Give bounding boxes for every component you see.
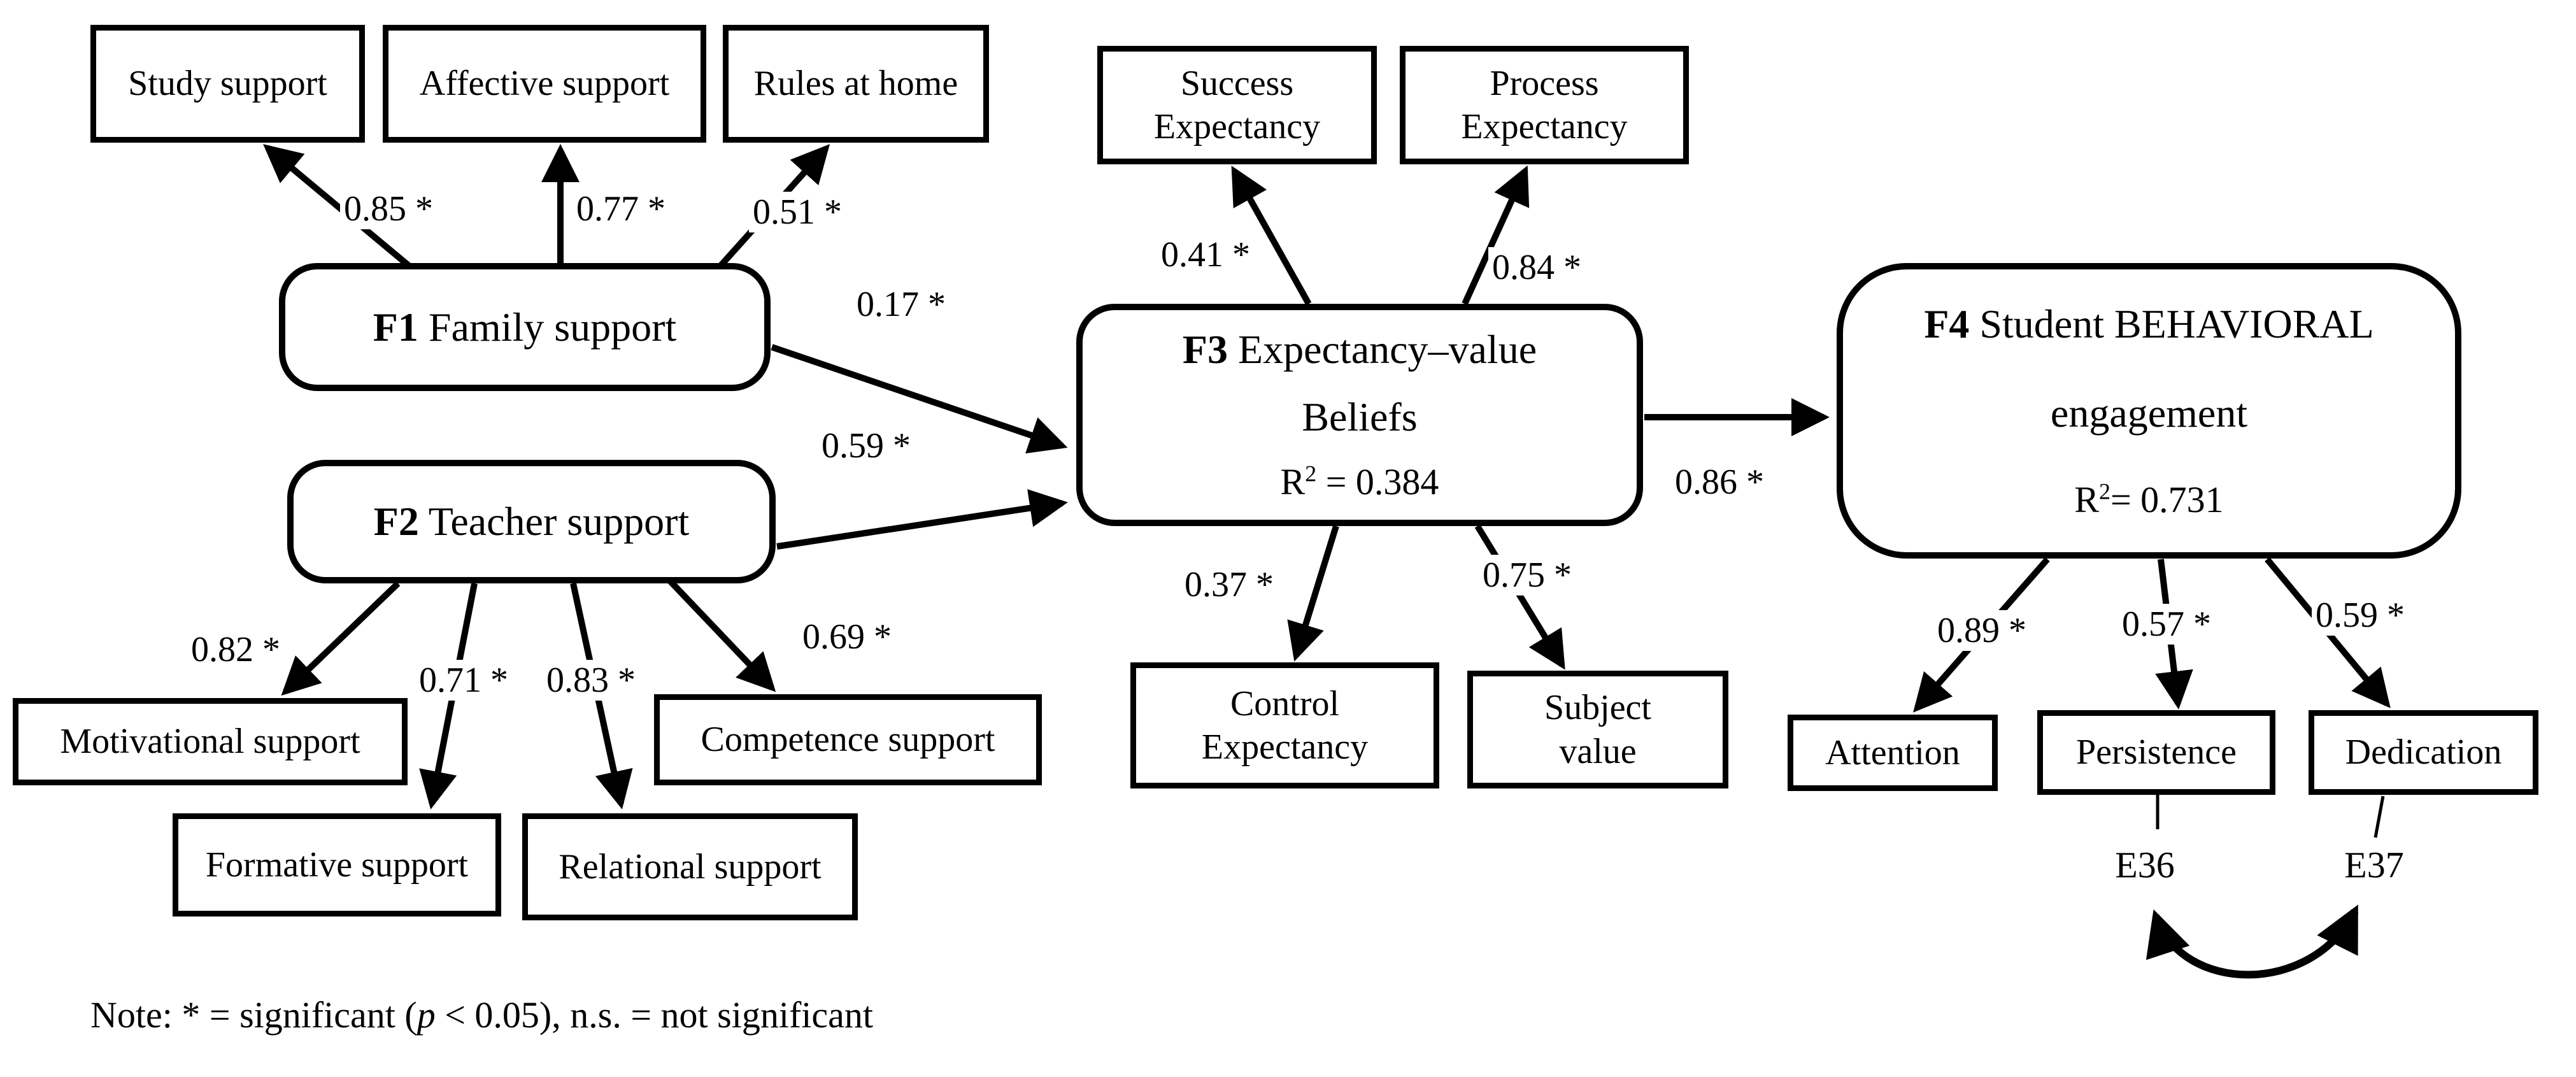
- loading-f3-control: 0.37 *: [1181, 564, 1277, 605]
- node-label: Expectancy: [1461, 107, 1628, 146]
- node-persistence: Persistence: [2037, 710, 2275, 795]
- node-rules-at-home: Rules at home: [723, 25, 989, 143]
- node-label: Motivational support: [60, 722, 360, 762]
- node-control-expectancy: Control Expectancy: [1130, 662, 1439, 788]
- loading-f2-formative: 0.71 *: [415, 660, 512, 701]
- factor-id: F2: [373, 499, 419, 544]
- factor-f4-student-behavioral-engagement: F4 Student BEHAVIORAL engagement R2= 0.7…: [1837, 263, 2461, 559]
- node-competence-support: Competence support: [654, 694, 1042, 785]
- node-label: Formative support: [205, 845, 469, 885]
- factor-f1-family-support: F1 Family support: [279, 263, 771, 391]
- covariance-arrow-e36-e37: [2145, 904, 2359, 979]
- error-term-e37: E37: [2344, 844, 2404, 886]
- loading-f3-f4: 0.86 *: [1671, 462, 1768, 503]
- node-label: Expectancy: [1201, 727, 1369, 767]
- loading-f1-study: 0.85 *: [340, 189, 437, 229]
- connector-dedication-e37: [2373, 795, 2385, 838]
- node-label: Rules at home: [753, 64, 958, 104]
- node-study-support: Study support: [90, 25, 365, 143]
- node-label: Control: [1230, 683, 1340, 724]
- factor-name: Teacher support: [418, 499, 690, 544]
- node-label: Affective support: [419, 64, 670, 104]
- node-label: Expectancy: [1153, 107, 1321, 146]
- node-relational-support: Relational support: [522, 813, 858, 920]
- node-motivational-support: Motivational support: [13, 698, 408, 785]
- arrow-f3-to-control: [1287, 525, 1339, 662]
- node-affective-support: Affective support: [383, 25, 706, 143]
- factor-name: Family support: [418, 304, 677, 350]
- node-success-expectancy: Success Expectancy: [1097, 46, 1377, 164]
- loading-f2-competence: 0.69 *: [799, 617, 895, 657]
- arrow-f2-to-competence: [666, 577, 776, 692]
- node-label: Subject: [1544, 688, 1651, 728]
- node-subject-value: Subject value: [1467, 671, 1728, 788]
- error-term-e36: E36: [2115, 844, 2175, 886]
- factor-label: F4 Student BEHAVIORAL: [1924, 299, 2373, 350]
- loading-f3-process: 0.84 *: [1488, 247, 1585, 288]
- node-label: Dedication: [2345, 732, 2502, 773]
- arrow-f3-to-success: [1231, 166, 1312, 306]
- figure-note: Note: * = significant (p < 0.05), n.s. =…: [90, 994, 873, 1036]
- node-dedication: Dedication: [2309, 710, 2538, 795]
- factor-label: F2 Teacher support: [374, 496, 690, 547]
- loading-f4-persistence: 0.57 *: [2118, 604, 2215, 645]
- node-label: Study support: [128, 64, 327, 104]
- node-label: Persistence: [2076, 732, 2237, 773]
- factor-label-line2: engagement: [2050, 390, 2248, 436]
- arrow-f2-to-f3: [776, 489, 1068, 550]
- loading-f2-f3: 0.59 *: [818, 425, 914, 466]
- factor-f2-teacher-support: F2 Teacher support: [287, 460, 776, 583]
- factor-label: F1 Family support: [373, 302, 676, 353]
- loading-f2-relational: 0.83 *: [543, 660, 639, 701]
- factor-id: F4: [1924, 301, 1970, 346]
- loading-f3-success: 0.41 *: [1157, 234, 1254, 275]
- node-label: Success: [1180, 63, 1294, 103]
- node-process-expectancy: Process Expectancy: [1400, 46, 1689, 164]
- loading-f4-dedication: 0.59 *: [2312, 595, 2409, 636]
- loading-f1-f3: 0.17 *: [853, 284, 950, 325]
- loading-f1-affective: 0.77 *: [573, 189, 669, 229]
- factor-r-squared: R2= 0.731: [2074, 478, 2224, 520]
- factor-id: F3: [1182, 327, 1228, 373]
- note-p-symbol: p: [416, 994, 436, 1036]
- arrow-f1-to-f3: [771, 344, 1068, 453]
- factor-name: Expectancy–value: [1228, 327, 1537, 373]
- node-formative-support: Formative support: [173, 813, 501, 917]
- factor-r-squared: R2 = 0.384: [1280, 460, 1439, 503]
- note-suffix: < 0.05), n.s. = not significant: [435, 994, 873, 1036]
- node-label: Relational support: [559, 846, 822, 887]
- factor-f3-expectancy-value-beliefs: F3 Expectancy–value Beliefs R2 = 0.384: [1076, 304, 1643, 526]
- factor-id: F1: [373, 304, 418, 350]
- factor-name: Student BEHAVIORAL: [1969, 301, 2374, 346]
- node-label: value: [1559, 731, 1637, 771]
- loading-f4-attention: 0.89 *: [1933, 610, 2030, 651]
- arrow-f2-to-motivational: [281, 581, 401, 696]
- node-label: Attention: [1825, 732, 1960, 773]
- arrow-f3-to-process: [1462, 165, 1530, 306]
- factor-label: F3 Expectancy–value: [1183, 324, 1537, 375]
- node-attention: Attention: [1788, 715, 1998, 791]
- loading-f1-rules: 0.51 *: [749, 192, 846, 232]
- node-label: Process: [1490, 63, 1599, 103]
- arrow-f3-to-subject: [1474, 524, 1565, 670]
- loading-f3-subject: 0.75 *: [1479, 555, 1576, 596]
- node-label: Competence support: [701, 720, 995, 760]
- note-prefix: Note: * = significant (: [90, 994, 417, 1036]
- loading-f2-motivational: 0.82 *: [187, 629, 284, 670]
- factor-label-line2: Beliefs: [1302, 394, 1418, 440]
